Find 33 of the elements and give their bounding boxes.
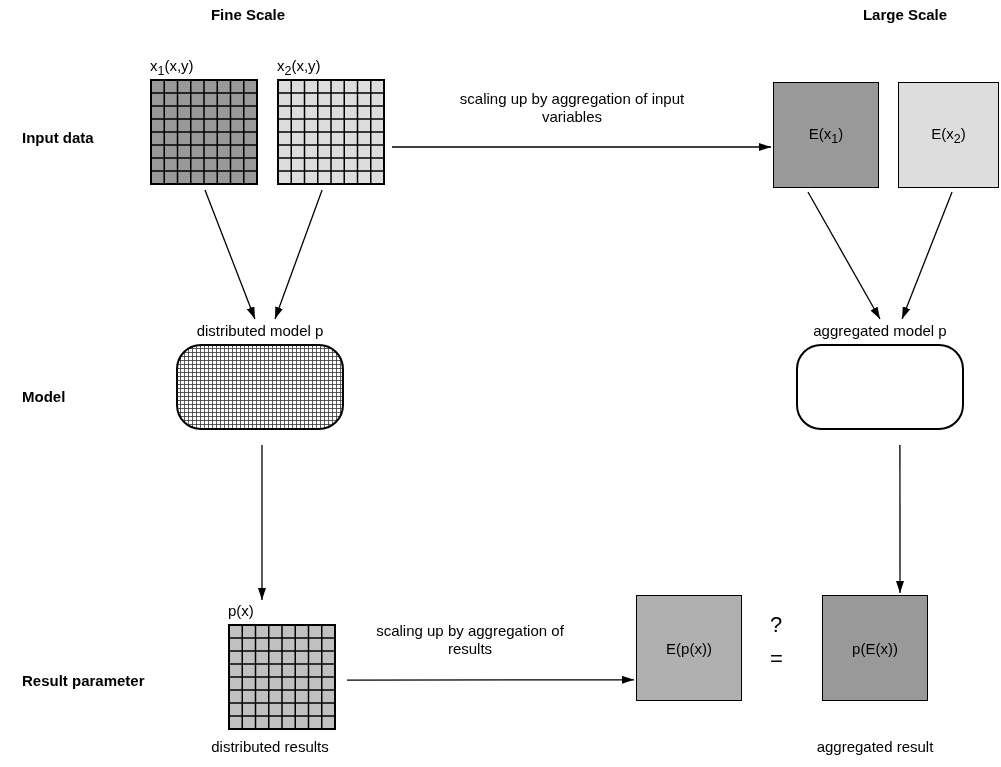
value-box (822, 595, 928, 701)
arrow (901, 191, 953, 320)
value-box (773, 82, 879, 188)
arrow (896, 444, 904, 594)
node-caption: aggregated result (815, 738, 935, 756)
column-heading: Fine Scale (209, 6, 287, 24)
grid-node (228, 602, 338, 730)
grid-node (277, 57, 387, 185)
column-heading: Large Scale (861, 6, 949, 24)
arrow (346, 675, 635, 684)
row-heading: Input data (22, 129, 95, 147)
model-heading: aggregated model p (812, 322, 948, 341)
equals-sign: = (770, 646, 784, 672)
box-text: E(p(x)) (666, 639, 712, 657)
arrow (274, 189, 323, 320)
arrow (807, 191, 881, 320)
row-heading: Model (22, 388, 67, 406)
value-box (636, 595, 742, 701)
arrow (391, 143, 772, 151)
box-text: E(x$_{2}$) (931, 124, 966, 146)
box-text: E(x$_{1}$) (808, 124, 844, 146)
arrow (258, 444, 266, 601)
grid-heading: p(x) (228, 602, 255, 621)
model-heading: distributed model p (195, 322, 325, 341)
row-heading: Result parameter (22, 672, 146, 690)
box-text: p(E(x)) (852, 639, 898, 657)
grid-heading: x$_{2}$(x,y) (277, 57, 322, 79)
value-box (898, 82, 999, 188)
arrow (204, 189, 256, 320)
question-mark: ? (770, 612, 784, 638)
node-caption: distributed results (210, 738, 330, 756)
grid-node (150, 57, 260, 185)
grid-heading: x$_{1}$(x,y) (150, 57, 195, 79)
